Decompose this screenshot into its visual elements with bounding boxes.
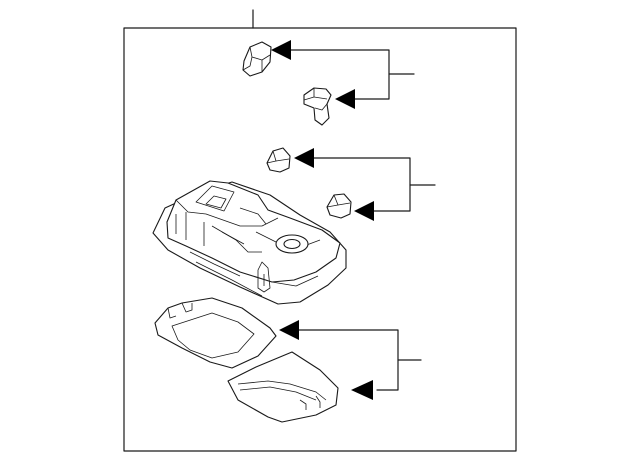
- lens-callout: [279, 320, 422, 400]
- arrow-lens-lower: [351, 380, 373, 400]
- clip-upper: [266, 147, 291, 173]
- arrow-lens-upper: [279, 320, 299, 340]
- arrow-bulb-upper: [271, 40, 291, 60]
- arrow-clip-lower: [354, 201, 374, 221]
- bulb-callout: [271, 40, 415, 109]
- arrow-bulb-lower: [335, 89, 355, 109]
- lamp-housing: [152, 180, 347, 305]
- lens-upper: [154, 297, 277, 369]
- clip-lower: [326, 193, 352, 219]
- lens-lower: [227, 351, 339, 423]
- bulb-upper: [242, 41, 272, 77]
- bulb-lower: [303, 87, 332, 126]
- assembly-frame: [123, 27, 517, 452]
- arrow-clip-upper: [294, 148, 314, 168]
- clip-callout: [294, 148, 436, 221]
